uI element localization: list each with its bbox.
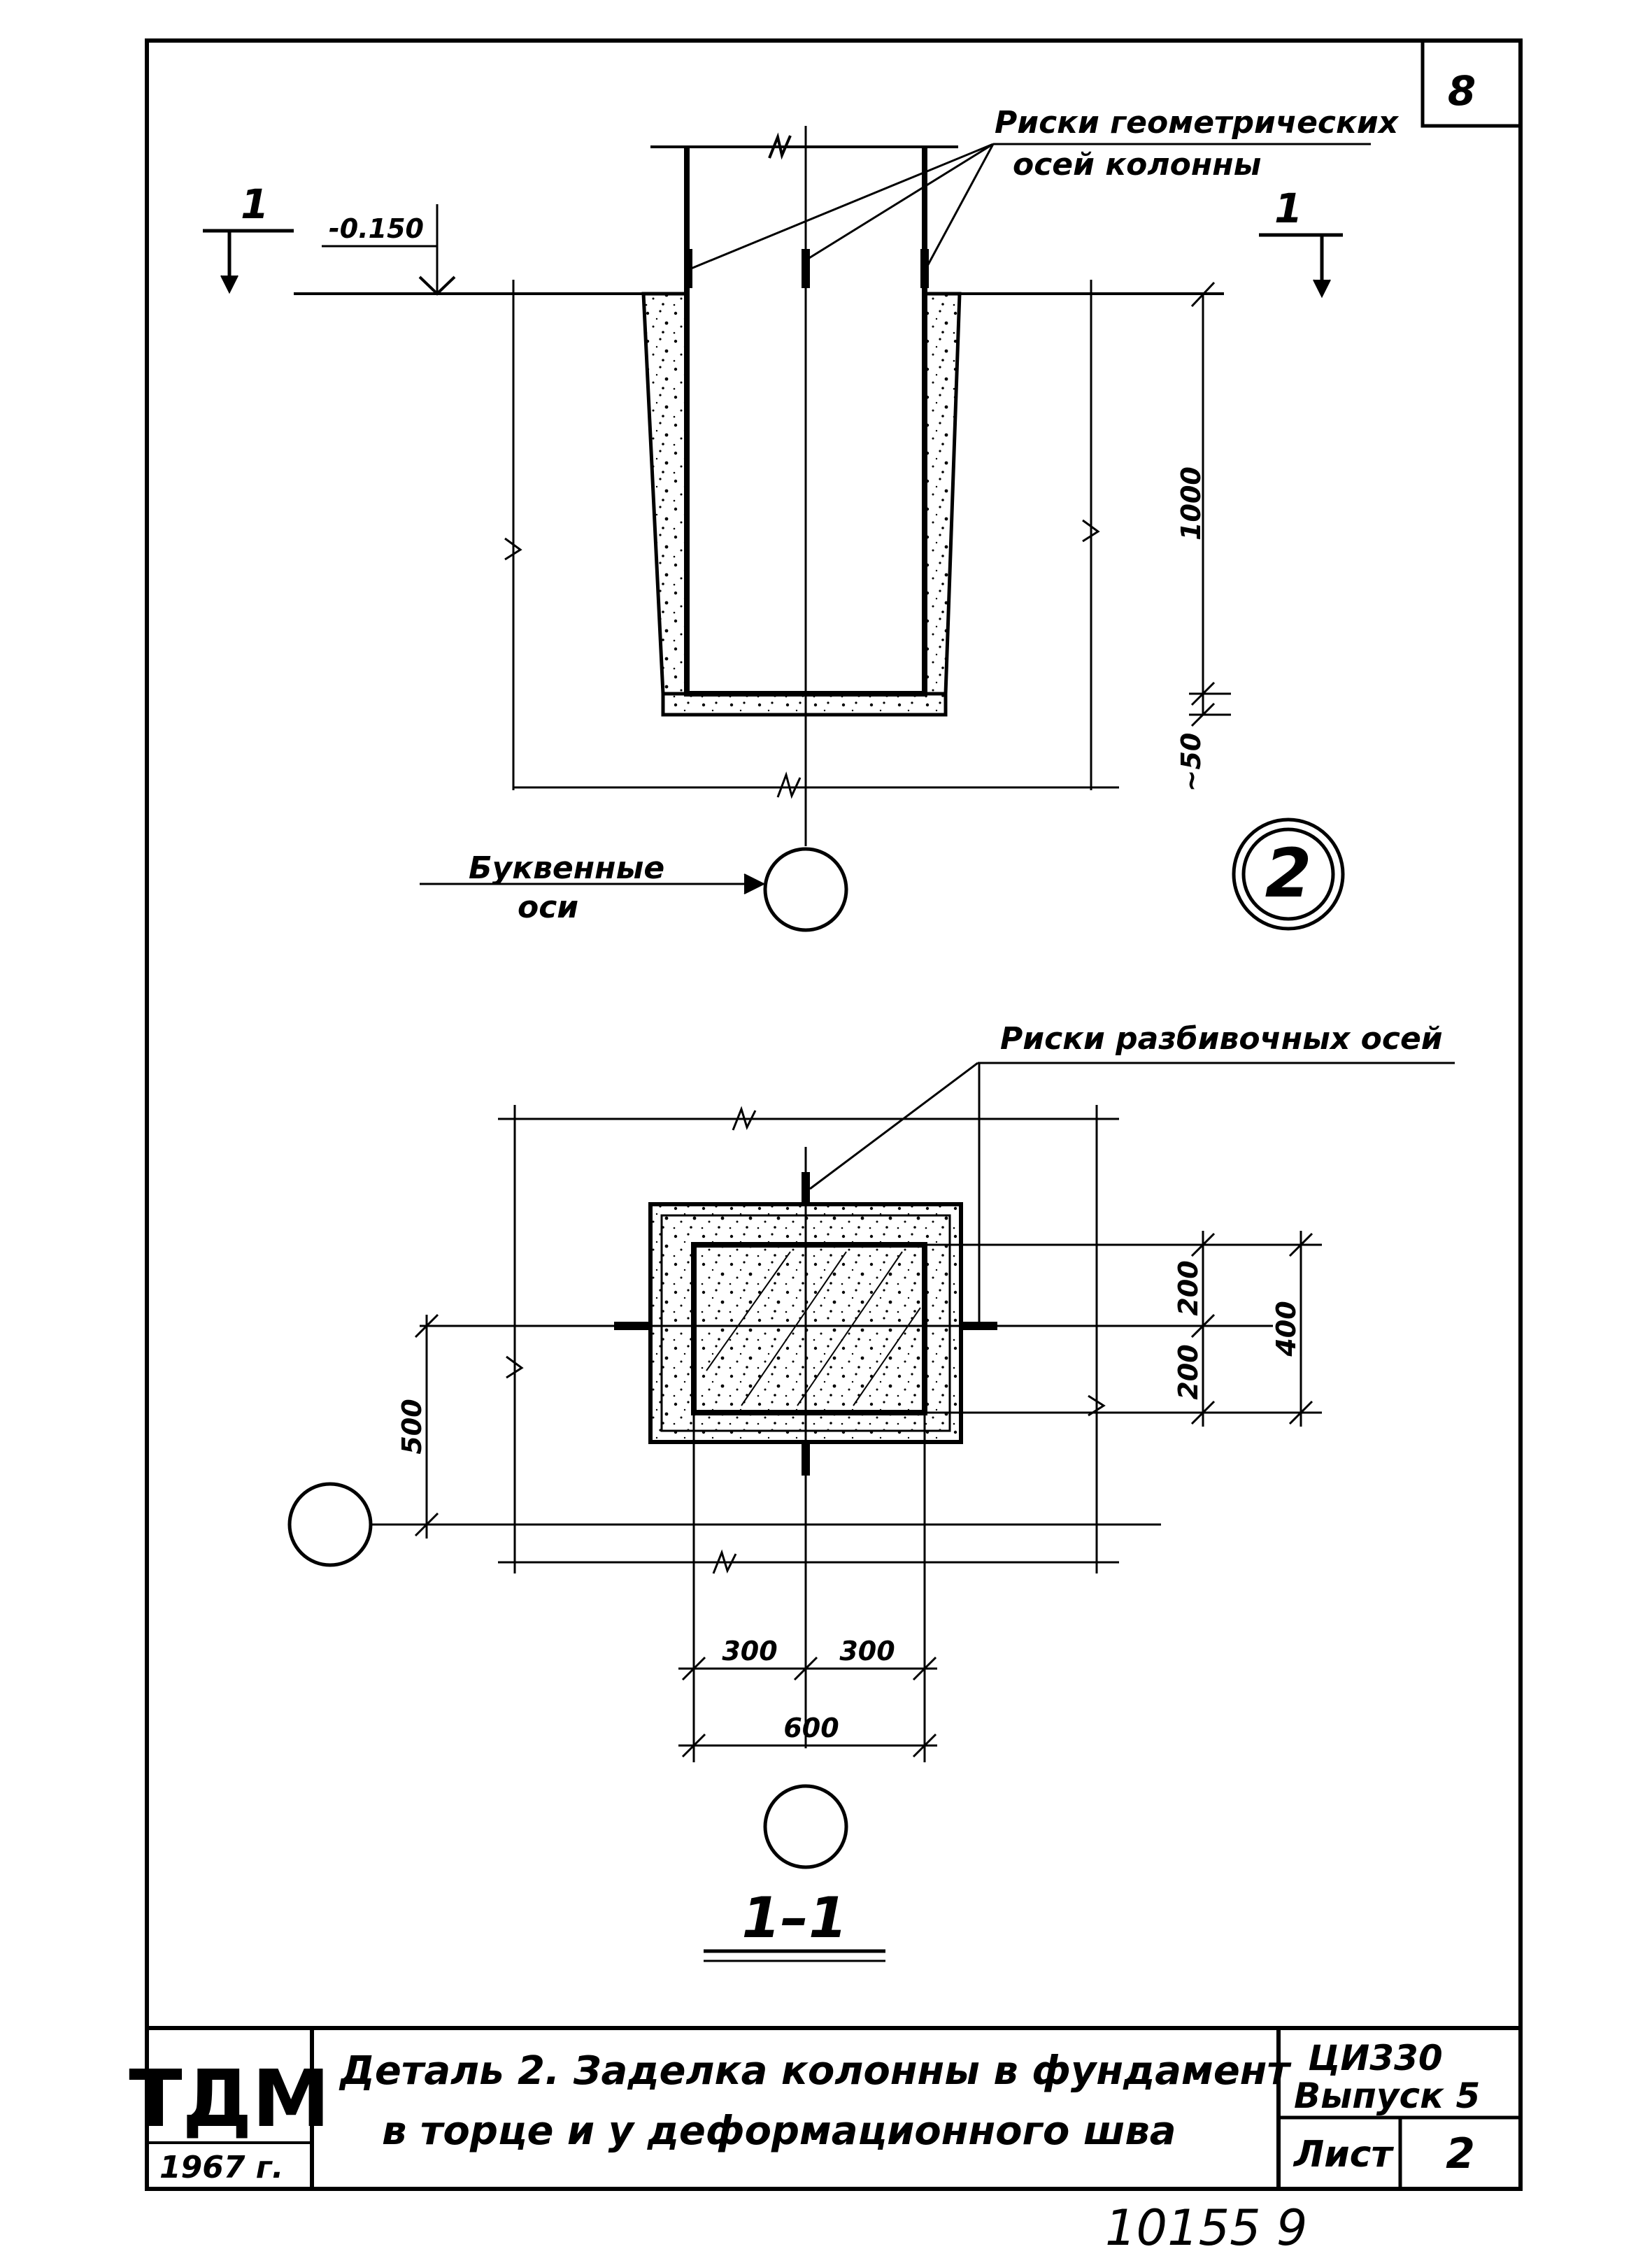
detail-number-circle-inner <box>1241 827 1335 921</box>
tdm-logo: ТДМ <box>129 2054 330 2145</box>
dim-300-left: 300 <box>722 1636 777 1666</box>
series-code: ЦИ330 <box>1308 2038 1443 2078</box>
plan-mark-right <box>961 1322 997 1330</box>
dim-200-bottom: 200 <box>1173 1344 1204 1399</box>
detail-number-circle-outer <box>1232 818 1345 931</box>
title-line1: Деталь 2. Заделка колонны в фундамент <box>339 2048 1292 2094</box>
title-block-year: 1967 г. <box>159 2150 283 2185</box>
plan-mark-left <box>614 1322 650 1330</box>
level-mark: -0.150 <box>329 213 424 244</box>
axis-label-line2: оси <box>518 890 578 925</box>
dim-200-top: 200 <box>1173 1260 1204 1315</box>
section-mark-left: 1 <box>241 180 269 228</box>
sheet-number: 2 <box>1446 2129 1475 2178</box>
axis-mark-left <box>684 249 692 288</box>
dim-300-right: 300 <box>839 1636 895 1666</box>
axis-mark-center <box>802 249 810 288</box>
sheet-frame <box>145 38 1523 2191</box>
inventory-number: 10155 9 <box>1105 2199 1307 2257</box>
detail-number: 2 <box>1265 834 1312 913</box>
title-block <box>147 2026 1521 2189</box>
column-section <box>691 1242 927 1415</box>
grout-fill-bottom <box>661 692 948 717</box>
corner-number-box: 8 <box>1420 41 1521 128</box>
plan-mark-top <box>802 1172 810 1206</box>
callout-axes-line2: осей колонны <box>1013 147 1261 183</box>
callout-axes-line1: Риски геометрических <box>995 105 1400 141</box>
title-line2: в торце и у деформационного шва <box>382 2108 1176 2154</box>
sheet-label: Лист <box>1293 2134 1394 2176</box>
axis-bubble-plan-left <box>287 1482 373 1567</box>
plan-mark-bottom <box>802 1442 810 1476</box>
callout-setting-out-axes: Риски разбивочных осей <box>1000 1021 1443 1057</box>
corner-number: 8 <box>1448 67 1476 115</box>
issue-number: Выпуск 5 <box>1294 2076 1480 2116</box>
dim-400: 400 <box>1271 1301 1302 1357</box>
axis-mark-right <box>920 249 929 288</box>
axis-bubble-elevation <box>763 847 848 932</box>
section-mark-right: 1 <box>1274 185 1302 232</box>
axis-label-line1: Буквенные <box>469 850 664 886</box>
section-title: 1–1 <box>741 1885 847 1950</box>
plan-view <box>287 1062 1455 1962</box>
dim-depth: 1000 <box>1176 466 1206 541</box>
dim-gap: ~50 <box>1176 733 1206 792</box>
dim-600: 600 <box>783 1713 839 1743</box>
axis-bubble-plan-bottom <box>763 1784 848 1869</box>
grout-fill-left <box>641 292 689 696</box>
grout-fill-right <box>923 292 962 696</box>
dim-500: 500 <box>397 1399 427 1454</box>
elevation-view <box>203 126 1371 932</box>
